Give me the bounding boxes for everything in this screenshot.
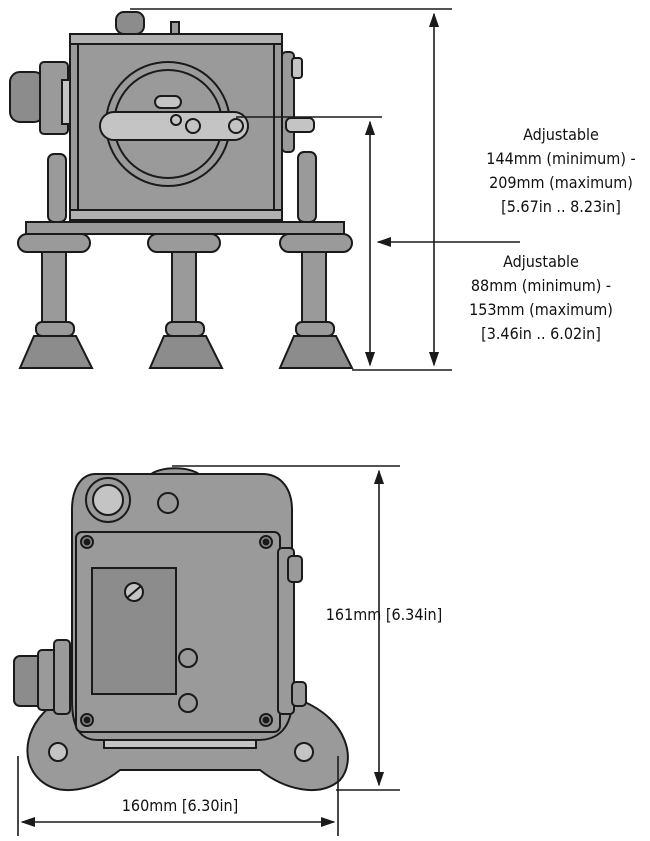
dim-total-line4: [5.67in .. 8.23in]	[501, 197, 621, 216]
dim-width-label: 160mm [6.30in]	[122, 796, 238, 815]
dial	[99, 61, 249, 187]
leveling-foot-right	[278, 251, 354, 369]
top-dimension-lines	[17, 465, 400, 836]
dim-lower-line2: 88mm (minimum) -	[471, 276, 611, 295]
dim-lower-label: Adjustable 88mm (minimum) - 153mm (maxim…	[469, 252, 613, 343]
dim-total-line3: 209mm (maximum)	[489, 173, 633, 192]
dim-lower-line4: [3.46in .. 6.02in]	[481, 324, 601, 343]
side-dimension-lines	[130, 8, 520, 371]
dim-total-line1: Adjustable	[523, 125, 599, 144]
dim-total-label: Adjustable 144mm (minimum) - 209mm (maxi…	[486, 125, 635, 216]
leveling-foot-center	[148, 251, 224, 369]
leveling-foot-left	[18, 251, 94, 369]
dim-total-line2: 144mm (minimum) -	[486, 149, 635, 168]
base-plate	[25, 221, 345, 235]
left-knob	[9, 61, 75, 135]
top-knob	[115, 11, 145, 35]
dim-height-label: 161mm [6.34in]	[326, 605, 442, 624]
side-view	[9, 11, 354, 369]
top-view	[13, 467, 349, 792]
dim-lower-line1: Adjustable	[503, 252, 579, 271]
dim-lower-line3: 153mm (maximum)	[469, 300, 613, 319]
top-left-knob	[13, 639, 71, 715]
